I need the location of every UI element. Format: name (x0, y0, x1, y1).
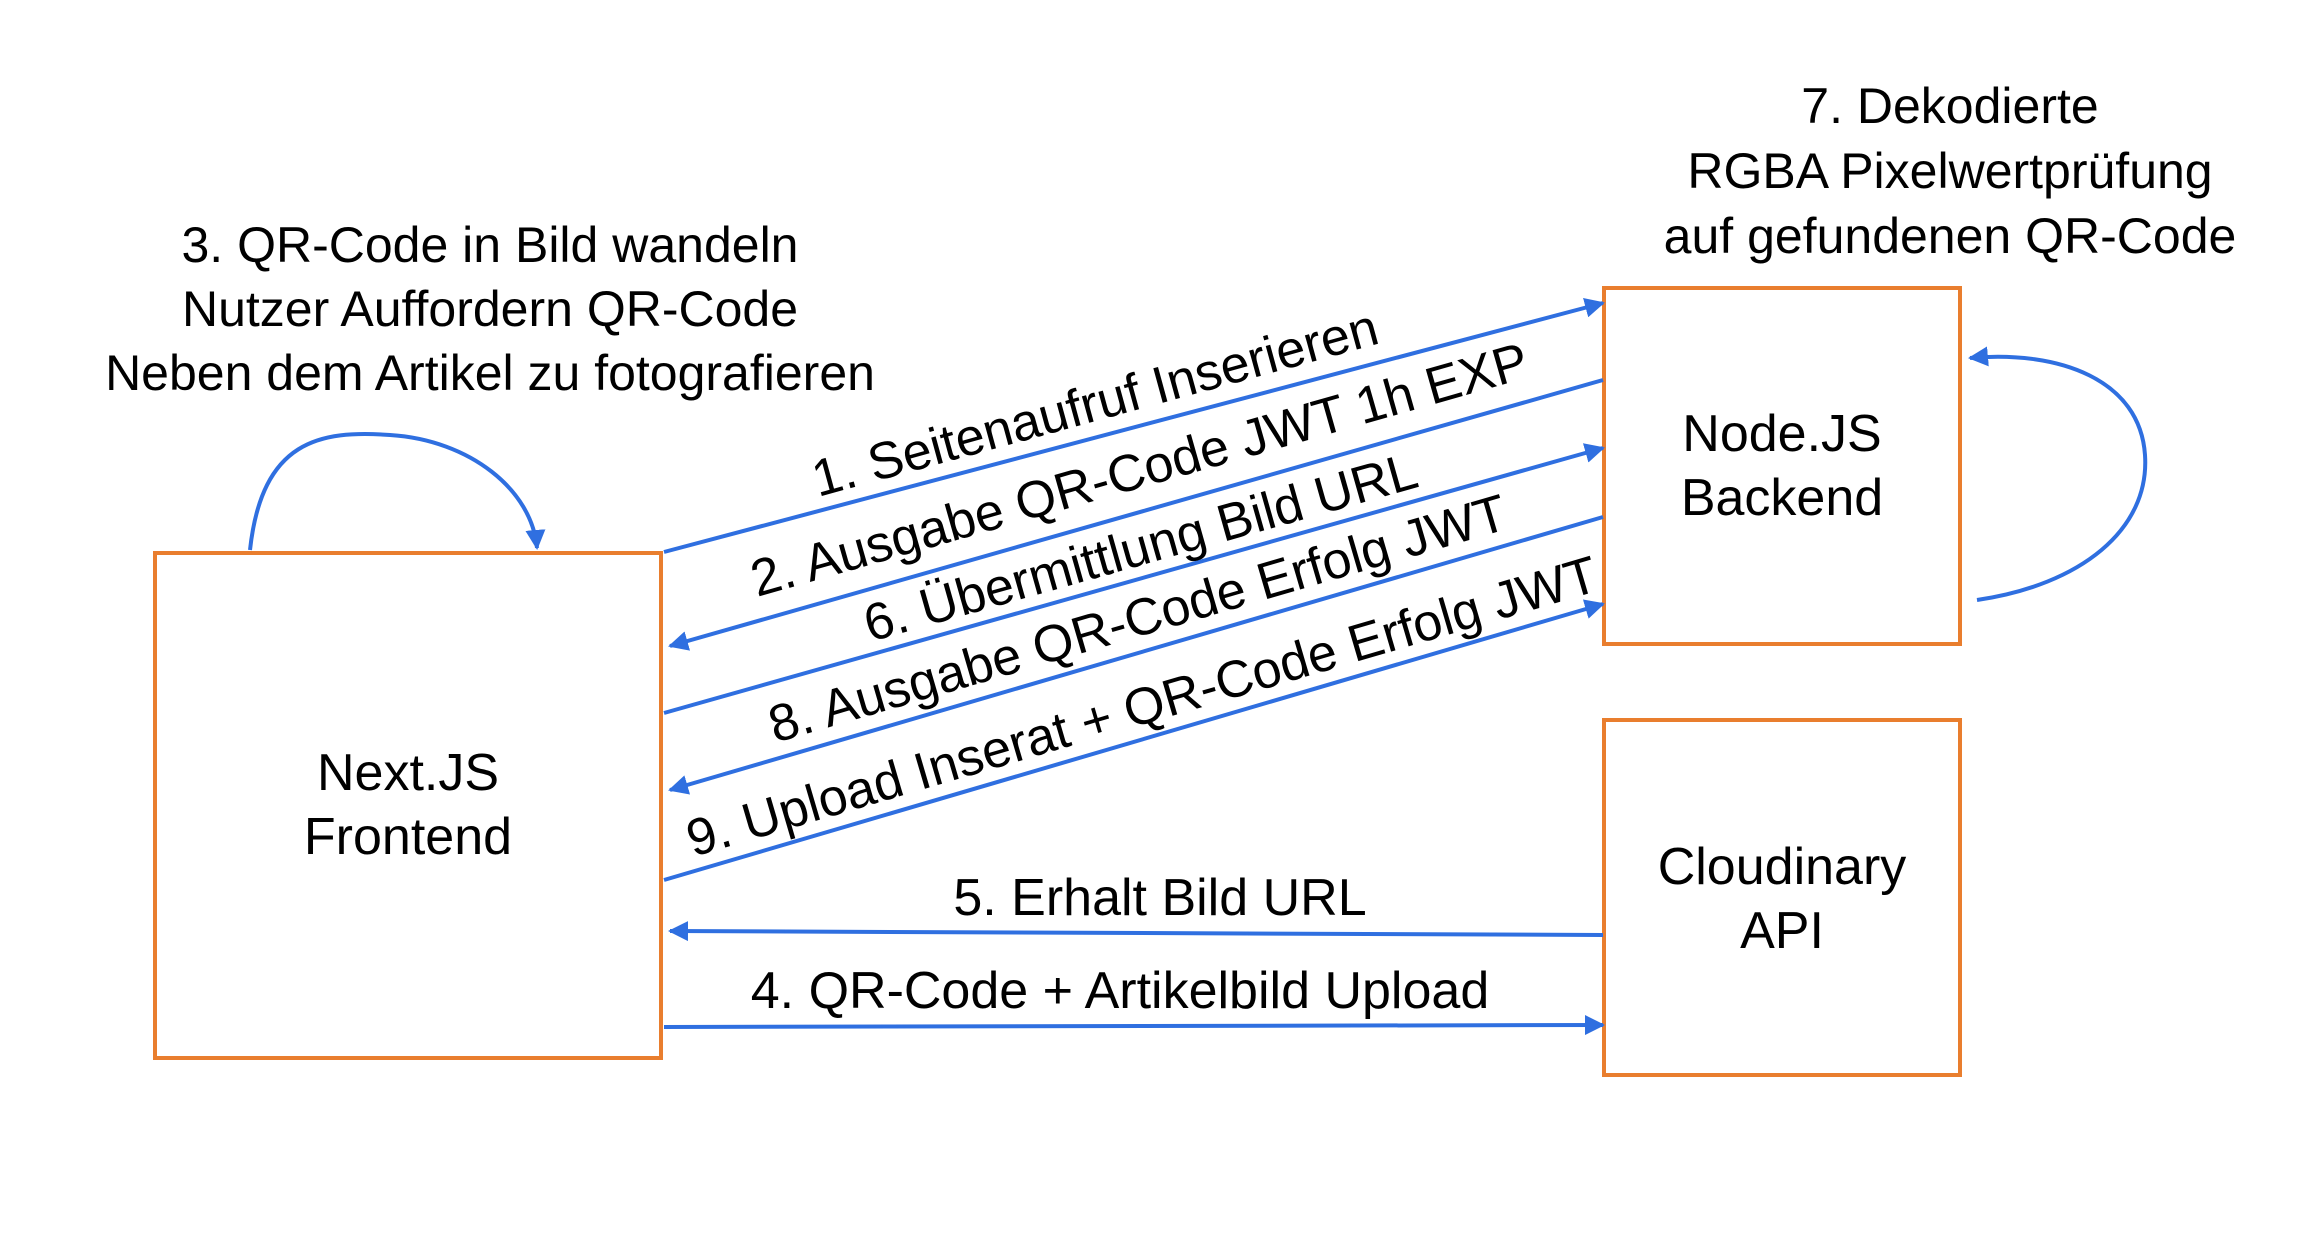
cloudinary-label-line2: API (1740, 902, 1824, 960)
note-step7-line2: RGBA Pixelwertprüfung (1687, 143, 2212, 199)
arrow-step1 (663, 297, 1605, 554)
backend-label-line1: Node.JS (1682, 405, 1881, 463)
arrow-step9 (663, 599, 1605, 882)
edge-label-step4: 4. QR-Code + Artikelbild Upload (751, 962, 1490, 1020)
backend-label-line2: Backend (1681, 469, 1883, 527)
arrow-step2 (668, 378, 1604, 651)
cloudinary-label-line1: Cloudinary (1658, 838, 1907, 896)
arrow-step4 (663, 1015, 1605, 1036)
arrow-step5 (668, 921, 1604, 942)
frontend-box (153, 551, 663, 1060)
note-step3-line2: Nutzer Auffordern QR-Code (182, 281, 798, 337)
arrow-step6 (663, 443, 1605, 715)
cloudinary-box (1602, 718, 1962, 1077)
self-loop-frontend-arrow (248, 431, 546, 551)
note-step3-line3: Neben dem Artikel zu fotografieren (105, 345, 875, 401)
arrow-step8 (668, 515, 1604, 795)
note-step7-line1: 7. Dekodierte (1801, 78, 2098, 134)
frontend-label-line2: Frontend (304, 808, 512, 866)
edge-label-step5: 5. Erhalt Bild URL (953, 869, 1366, 927)
backend-box (1602, 286, 1962, 646)
note-step7-line3: auf gefundenen QR-Code (1664, 208, 2237, 264)
note-step3-line1: 3. QR-Code in Bild wandeln (182, 217, 799, 273)
self-loop-backend-arrow (1968, 346, 2148, 602)
frontend-label-line1: Next.JS (317, 744, 499, 802)
